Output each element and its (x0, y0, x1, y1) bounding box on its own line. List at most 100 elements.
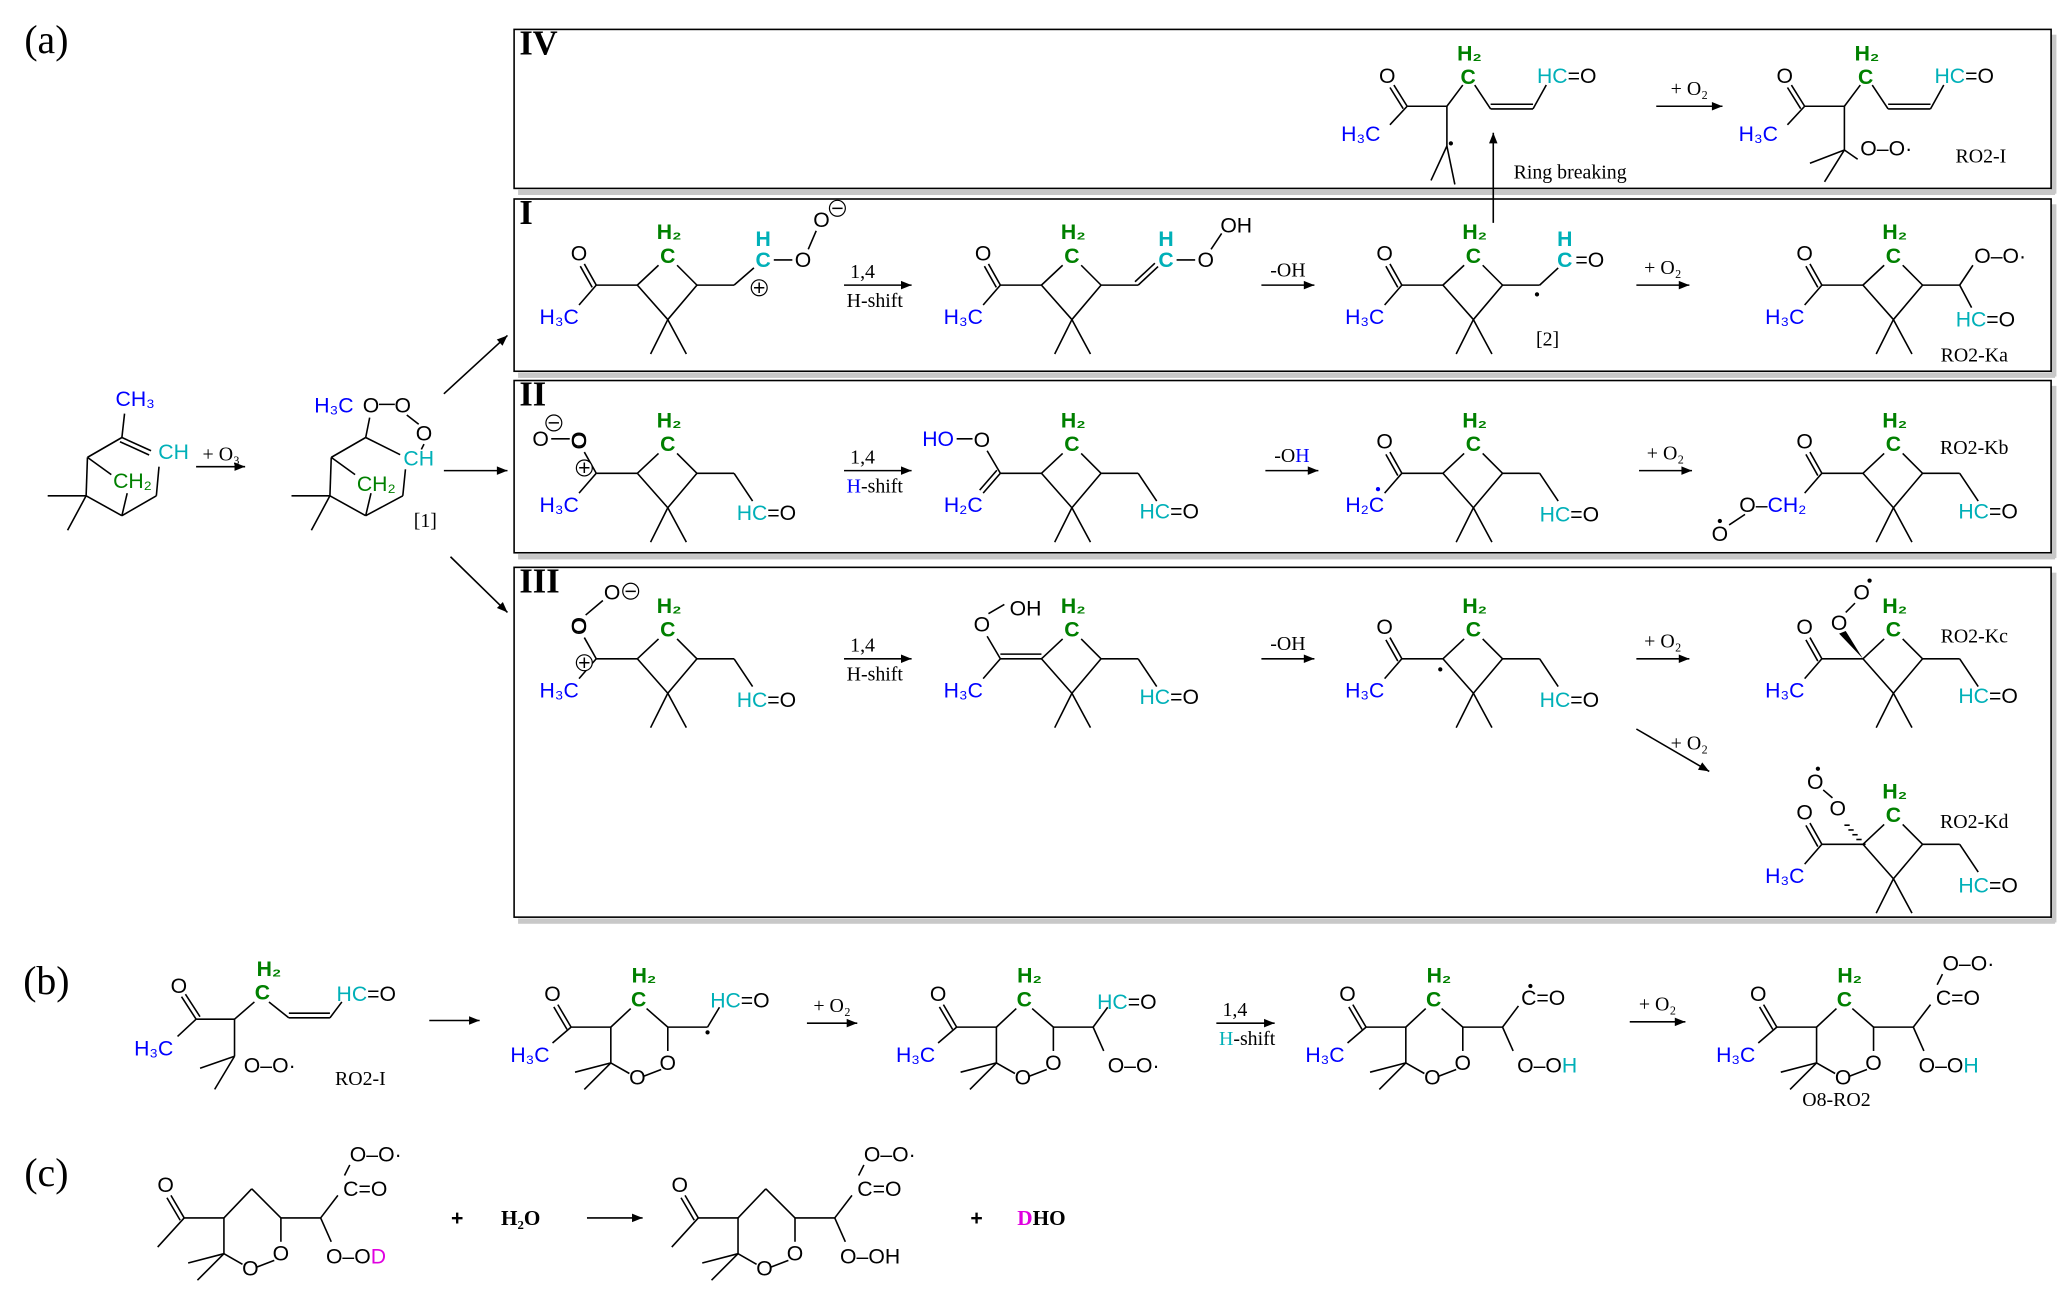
label-part: RO2-Kc (1941, 625, 2008, 647)
bond (583, 263, 597, 286)
bond (1875, 319, 1895, 355)
label-part: O (171, 975, 187, 998)
bond (610, 1007, 632, 1028)
label-part: H₂ (1427, 964, 1452, 987)
label-part: H (756, 227, 771, 250)
bond (770, 1259, 789, 1268)
label-part: -shift (861, 664, 903, 686)
label-part: C (1521, 986, 1536, 1009)
atom-label: O (975, 242, 991, 265)
branch-arrow-III (449, 556, 509, 613)
aldehyde-group: HC=O (737, 502, 796, 525)
label-part: C (343, 1177, 358, 1200)
label-part: H₃C (1739, 123, 1778, 146)
bond (671, 1217, 699, 1248)
bond (1071, 507, 1092, 543)
bond (187, 1252, 225, 1264)
bond (1862, 452, 1885, 474)
bond (676, 452, 698, 474)
aldehyde-group: HC=O (710, 989, 769, 1012)
label-part: O (974, 613, 990, 636)
aldehyde-group: HC=O (1139, 500, 1198, 523)
atom-label: O (363, 394, 379, 417)
label-part: (b) (23, 959, 69, 1003)
label-part: O (1974, 244, 1990, 267)
label-part: H₂ (1061, 409, 1086, 432)
bond (1472, 472, 1504, 509)
bond (636, 452, 660, 474)
bond (364, 492, 372, 516)
label-part: =O (1575, 248, 1604, 271)
aldehyde-group: HC=O (1958, 500, 2017, 523)
methyl-group: H₃C (540, 679, 579, 702)
shift-label: H-shift (847, 664, 904, 686)
reagent-label: + O₃ (203, 444, 240, 466)
label-part: H₂O (501, 1206, 540, 1230)
h-shift-arrow (844, 466, 912, 475)
bond (710, 1253, 739, 1281)
atom-label: O (1376, 430, 1392, 453)
bond (1053, 507, 1073, 543)
label-part: HC (1139, 500, 1170, 523)
bond (1843, 149, 1859, 160)
label-part: O (1376, 430, 1392, 453)
label-part: H (847, 664, 861, 686)
label-part: C (1017, 988, 1032, 1011)
shift-label: H-shift (1219, 1028, 1276, 1050)
bond (834, 1217, 847, 1243)
label-part: O (1015, 1066, 1031, 1089)
pathway-box-I: I (513, 194, 2057, 378)
bond (1385, 453, 1399, 476)
bond (1455, 319, 1475, 355)
bond (1040, 284, 1073, 321)
reagent-label: + O₂ (1647, 442, 1684, 464)
bond (1053, 319, 1073, 355)
bond (1539, 267, 1559, 286)
label-part: O (629, 1066, 645, 1089)
positive-charge-icon: + (575, 457, 593, 480)
label-part: H₂C (944, 494, 983, 517)
atom-label: H₂ (657, 409, 682, 432)
methylene-group: H₂C (944, 494, 983, 517)
label-part: · (289, 1054, 296, 1077)
atom-label: H₂ (1061, 594, 1086, 617)
pathway-III-arrow4: + O₂ (1635, 728, 1710, 773)
bond (199, 1055, 235, 1069)
bond (649, 319, 669, 355)
label-part: CH₂ (357, 472, 396, 495)
label-part: -O (1274, 445, 1295, 467)
label-part: HC (1956, 308, 1987, 331)
branch-arrow-II (443, 466, 508, 475)
label-part: H₂ (657, 221, 682, 244)
charge-sign: − (548, 412, 560, 435)
label-part: -OH (1270, 260, 1305, 282)
atom-label: O (1777, 64, 1793, 87)
methyl-group: H₃C (944, 679, 983, 702)
bond (1809, 149, 1845, 164)
label-part: O (272, 1054, 288, 1077)
bond (1441, 1007, 1464, 1028)
bond (807, 230, 817, 250)
methyl-group: H₃C (1305, 1043, 1344, 1066)
methyl-group: H₃C (1716, 1043, 1755, 1066)
bond (121, 495, 157, 517)
compound-label: RO2-Kc (1941, 625, 2008, 647)
figure-labels: (a)(b)(c) (23, 18, 69, 1195)
charge-sign: + (578, 652, 590, 675)
atom-label: C (660, 618, 675, 641)
label-part: · (395, 1143, 402, 1166)
compound-label: RO2-Kd (1940, 811, 2008, 833)
shift-label: 1,4 (850, 635, 875, 657)
atom-label: O (395, 394, 411, 417)
atom-label: C (1017, 988, 1032, 1011)
label-part: =O (1965, 64, 1994, 87)
figure-label-c: (c) (24, 1151, 68, 1195)
label-part: O (244, 1054, 260, 1077)
bond (1137, 265, 1159, 286)
label-part: O (795, 248, 811, 271)
